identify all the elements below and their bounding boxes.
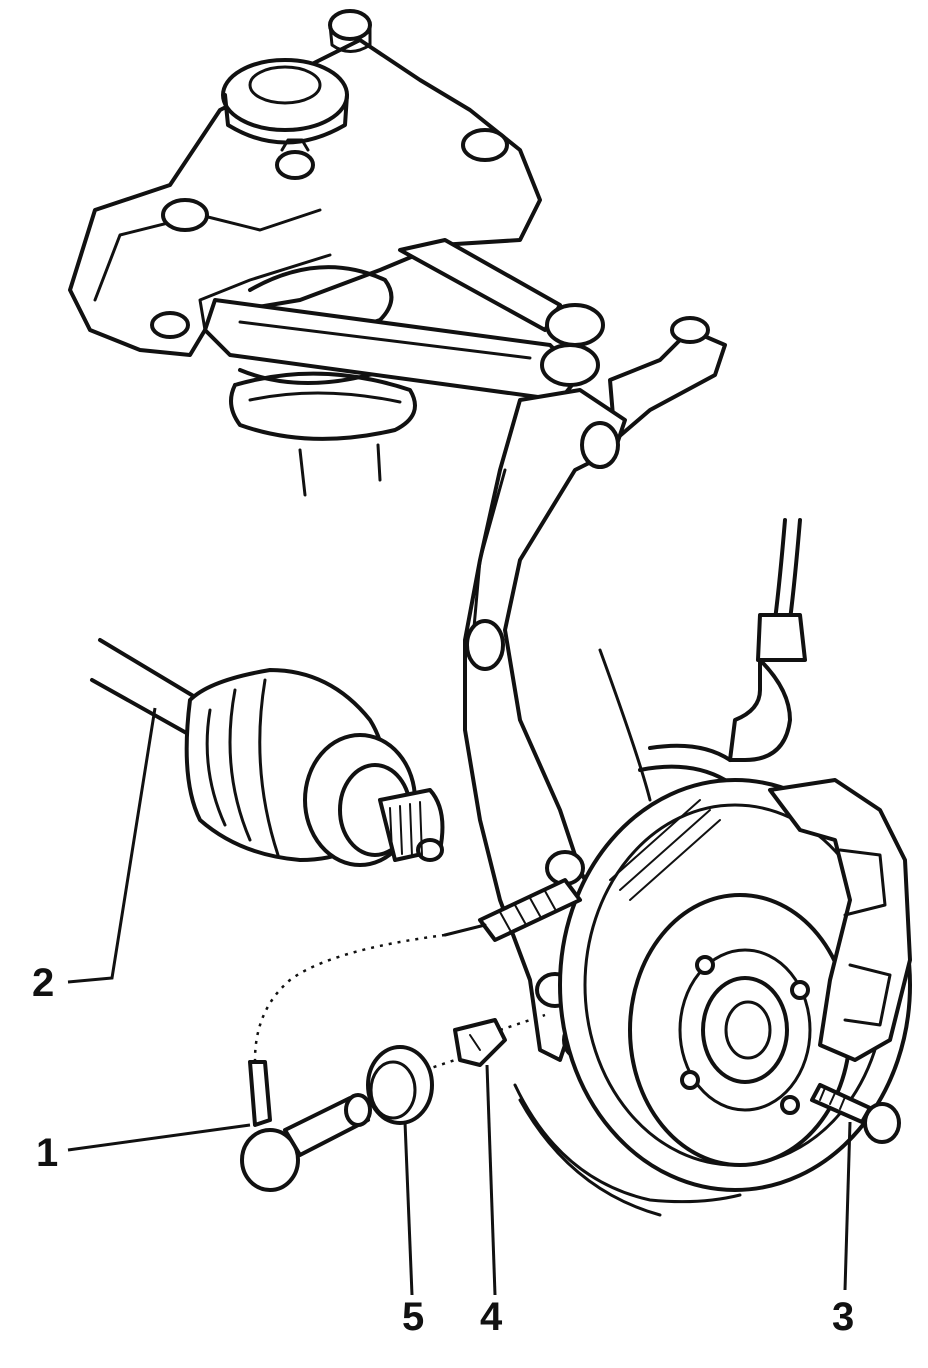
callout-label-4: 4: [480, 1295, 503, 1339]
leader-lines: [67, 707, 852, 1296]
leader-line-1: [67, 1123, 251, 1152]
mounting-bolt: [810, 1083, 901, 1144]
leader-line-5: [403, 1121, 414, 1296]
drive-shaft-cv-joint: [90, 638, 445, 867]
assembly-path: [253, 933, 546, 1072]
sensor-cable-coil: [443, 878, 582, 942]
abs-sensor-cable: [638, 518, 807, 782]
callout-label-2: 2: [32, 961, 54, 1005]
upper-control-arms: [203, 238, 727, 442]
leader-line-2: [67, 707, 157, 984]
callout-labels: 1 2 3 4 5: [32, 961, 854, 1339]
callout-label-3: 3: [832, 1295, 854, 1339]
callout-label-5: 5: [402, 1295, 424, 1339]
leader-line-3: [843, 1121, 852, 1291]
brake-caliper: [768, 778, 912, 1062]
leader-line-4: [485, 1064, 497, 1296]
sensor-bushing: [366, 1045, 434, 1125]
strut-tower-mount: [68, 9, 542, 357]
retaining-clip: [453, 1018, 507, 1067]
callout-label-1: 1: [36, 1131, 58, 1175]
speed-sensor: [240, 1060, 372, 1192]
